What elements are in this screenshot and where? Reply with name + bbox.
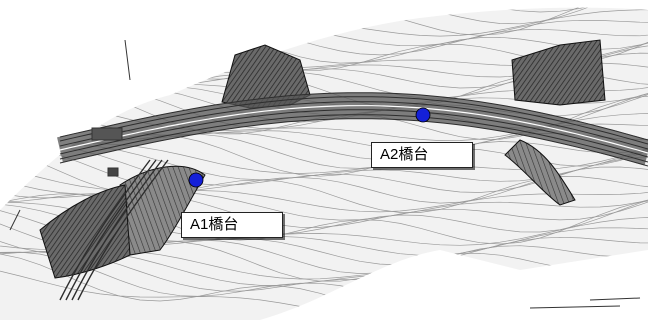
abutment-a2-label: A2橋台: [371, 142, 473, 168]
road-lane-line: [59, 101, 648, 150]
road-lane-line: [59, 114, 648, 163]
road-lane-line: [59, 96, 648, 145]
fill-slope-east: [504, 139, 576, 206]
road-lane-line: [59, 105, 648, 154]
cut-slope-northeast: [511, 39, 606, 106]
road-lane-line: [59, 92, 648, 141]
contour-line: [0, 173, 648, 221]
branch-road-line: [65, 159, 157, 301]
branch-road-line: [77, 159, 169, 301]
road-lane-line: [59, 118, 648, 167]
branch-road-line: [59, 159, 151, 301]
abutment-a1-marker[interactable]: [188, 172, 204, 188]
abutment-a1-label: A1橋台: [181, 212, 283, 238]
branch-road-line: [71, 159, 163, 301]
road-lane-line: [59, 109, 648, 158]
contour-line: [0, 7, 648, 10]
contour-line: [0, 0, 648, 2]
contour-line: [0, 192, 648, 235]
road-corridor: [57, 92, 648, 301]
structure-lines: [9, 39, 641, 309]
abutment-a2-marker[interactable]: [415, 107, 431, 123]
